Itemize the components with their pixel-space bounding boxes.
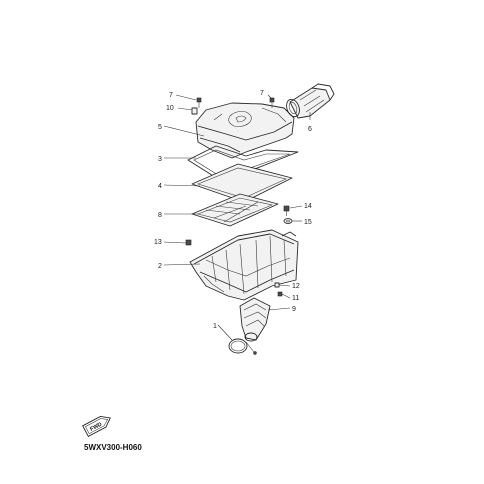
fwd-arrow-icon: FWD bbox=[82, 415, 111, 438]
callout-4: 4 bbox=[158, 183, 162, 190]
callout-6: 6 bbox=[308, 126, 312, 133]
diagram-code: 5WXV300-H060 bbox=[84, 443, 142, 452]
clip-12 bbox=[274, 282, 280, 288]
screw-7-right bbox=[269, 97, 275, 108]
callout-15: 15 bbox=[304, 219, 312, 226]
callout-7-left: 7 bbox=[169, 92, 173, 99]
element-frame bbox=[191, 193, 279, 227]
callout-8: 8 bbox=[158, 212, 162, 219]
air-filter-joint bbox=[286, 83, 335, 119]
callout-labels: 7 10 5 3 4 8 13 2 7 6 14 15 12 11 9 1 bbox=[154, 90, 312, 330]
callout-14: 14 bbox=[304, 203, 312, 210]
air-filter-element bbox=[191, 163, 293, 203]
leader-lines bbox=[163, 94, 311, 341]
screw-7-left bbox=[196, 97, 202, 108]
washer-15 bbox=[283, 218, 293, 224]
callout-11: 11 bbox=[292, 295, 299, 302]
grommet-13 bbox=[185, 239, 192, 246]
callout-9: 9 bbox=[292, 306, 296, 313]
callout-10: 10 bbox=[166, 105, 174, 112]
callout-12: 12 bbox=[292, 283, 300, 290]
bolt-14 bbox=[283, 205, 290, 216]
plug-11 bbox=[277, 291, 283, 297]
callout-2: 2 bbox=[158, 263, 162, 270]
callout-5: 5 bbox=[158, 124, 162, 131]
callout-1: 1 bbox=[213, 323, 217, 330]
air-filter-cover bbox=[195, 102, 295, 159]
clip-10 bbox=[191, 107, 198, 115]
callout-3: 3 bbox=[158, 156, 162, 163]
hose-clamp-1 bbox=[228, 338, 257, 355]
fwd-label: FWD bbox=[89, 422, 103, 433]
joint-9 bbox=[239, 297, 271, 342]
callout-13: 13 bbox=[154, 239, 162, 246]
air-filter-case bbox=[189, 229, 299, 301]
callout-7-right: 7 bbox=[260, 90, 264, 97]
